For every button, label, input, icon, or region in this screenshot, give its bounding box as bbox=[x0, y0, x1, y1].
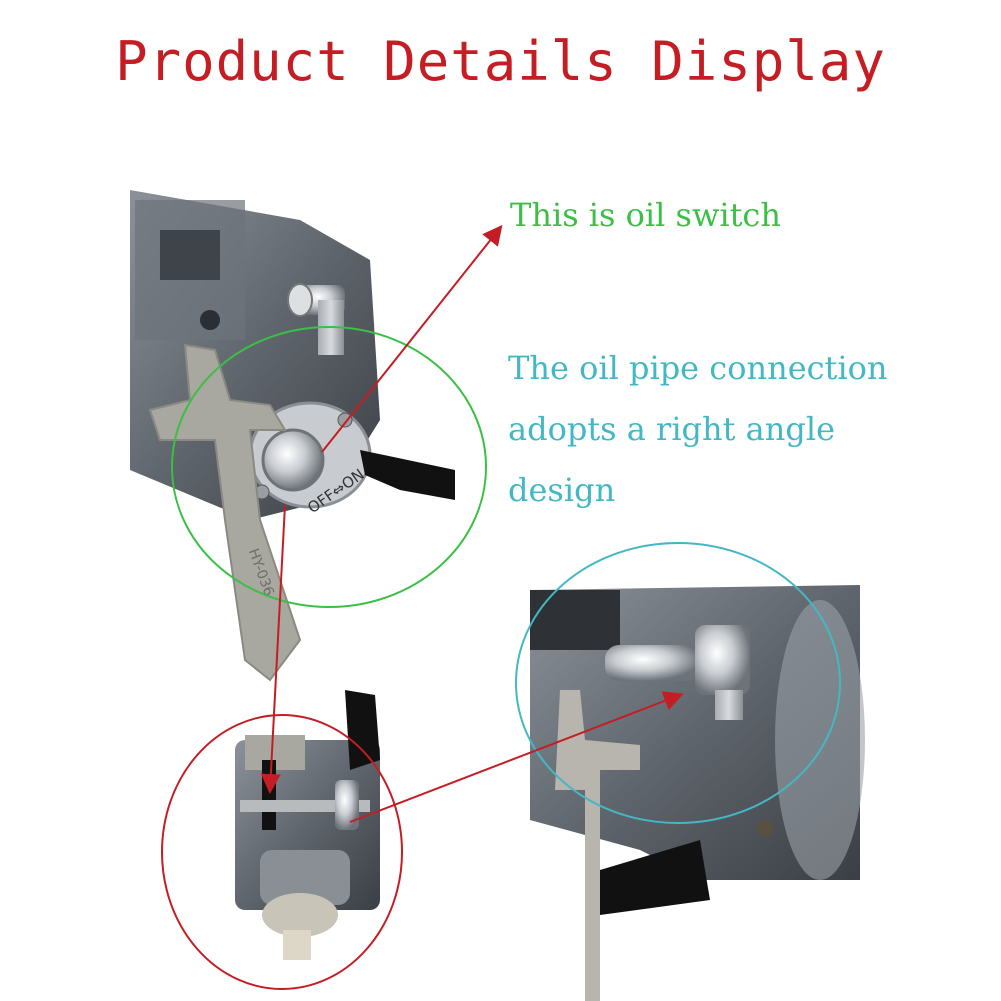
oil-switch-arrow bbox=[321, 224, 503, 453]
oil-switch-caption: This is oil switch bbox=[510, 196, 781, 234]
carburetor-highlight-circle bbox=[161, 714, 403, 990]
carburetor-closeup-photo: OFF⇔ON HY-036 bbox=[130, 190, 455, 682]
fitting-to-carburetor-arrow bbox=[349, 691, 684, 823]
pipe-connection-caption: The oil pipe connection adopts a right a… bbox=[508, 338, 888, 521]
page-title: Product Details Display bbox=[115, 30, 886, 93]
fitting-highlight-circle bbox=[515, 542, 841, 824]
valve-to-carburetor-line bbox=[260, 504, 286, 794]
carburetor-full-photo bbox=[235, 690, 380, 960]
fitting-closeup-photo bbox=[530, 585, 865, 1001]
pipe-caption-line2: adopts a right angle bbox=[508, 410, 836, 448]
pipe-caption-line3: design bbox=[508, 471, 616, 509]
pipe-caption-line1: The oil pipe connection bbox=[508, 349, 888, 387]
oil-switch-highlight-circle bbox=[171, 326, 487, 608]
